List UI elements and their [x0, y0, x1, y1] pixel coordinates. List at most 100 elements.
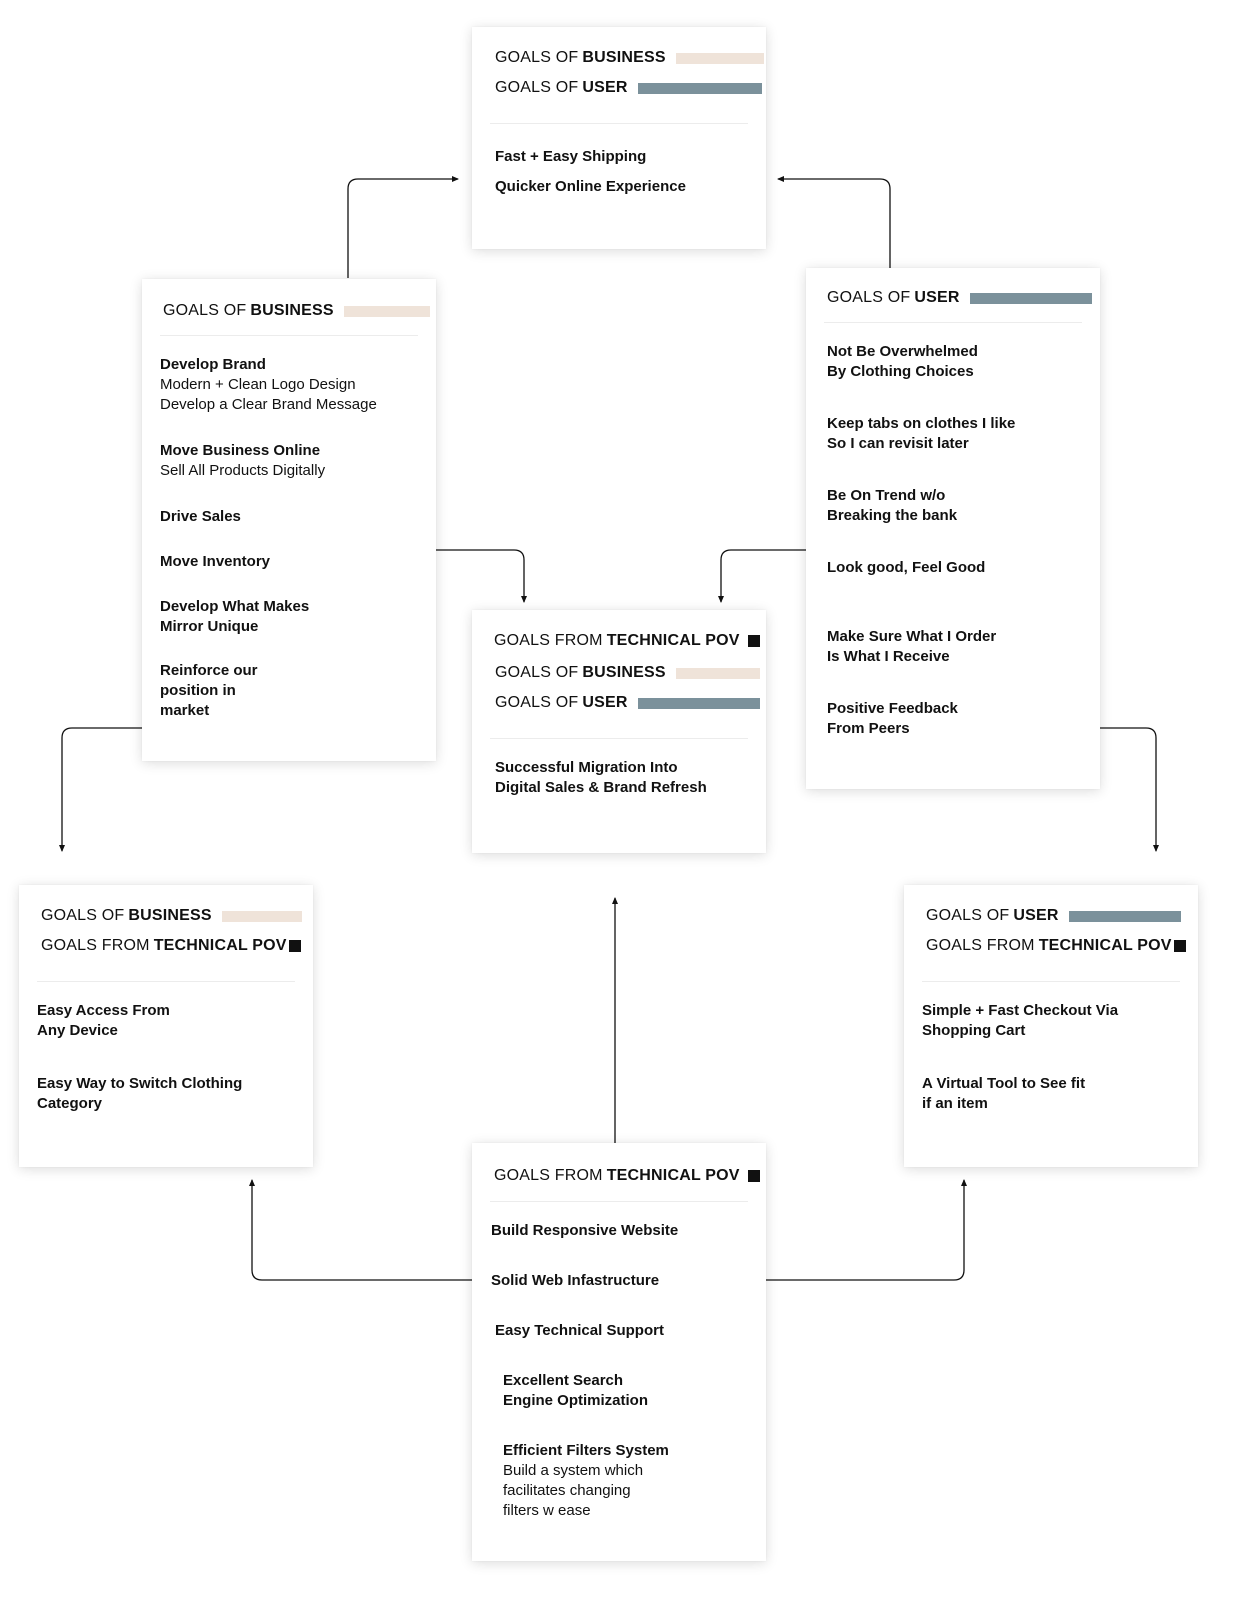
technical-color-swatch — [747, 635, 760, 647]
goal-text: Easy Way to Switch Clothing — [37, 1075, 243, 1092]
legend-user: GOALS OF USER — [827, 289, 1092, 307]
card-top-shared-goals: GOALS OF BUSINESS GOALS OF USER Fast + E… — [472, 27, 766, 249]
goal-text: Digital Sales & Brand Refresh — [495, 779, 707, 796]
legend-business: GOALS OF BUSINESS — [495, 664, 760, 682]
goal-text: So I can revisit later — [827, 435, 969, 452]
goal-text: Develop Brand — [160, 356, 266, 373]
goal-text: Fast + Easy Shipping — [495, 148, 647, 165]
goal-text: Easy Access From — [37, 1002, 170, 1019]
legend-label: GOALS OF — [495, 664, 579, 681]
legend-label: GOALS OF — [827, 289, 911, 306]
goal-item: Efficient Filters System Build a system … — [503, 1441, 669, 1521]
goal-item: Move Inventory — [160, 552, 270, 572]
user-color-swatch — [969, 292, 1092, 304]
business-color-swatch — [675, 52, 764, 64]
arrow-business-to-left-bottom — [59, 727, 142, 852]
goal-text: Look good, Feel Good — [827, 559, 986, 576]
goal-item: Reinforce our position in market — [160, 661, 258, 721]
arrow-business-to-center — [436, 549, 527, 603]
legend-label: GOALS OF — [495, 79, 579, 96]
goal-text: Excellent Search — [503, 1372, 624, 1389]
goal-text: Build a system which — [503, 1462, 644, 1479]
legend-category: USER — [582, 694, 628, 711]
card-divider — [490, 738, 748, 739]
legend-category: USER — [914, 289, 960, 306]
goal-item: A Virtual Tool to See fit if an item — [922, 1074, 1085, 1114]
card-divider — [490, 123, 748, 124]
goal-text: if an item — [922, 1095, 988, 1112]
goal-item: Quicker Online Experience — [495, 177, 686, 197]
legend-technical: GOALS FROM TECHNICAL POV — [494, 632, 760, 650]
goal-text: Mirror Unique — [160, 618, 259, 635]
goal-text: Easy Technical Support — [495, 1322, 664, 1339]
user-color-swatch — [637, 697, 760, 709]
arrow-technical-to-right-bottom — [766, 1179, 967, 1281]
legend-label: GOALS FROM — [41, 937, 150, 954]
legend-label: GOALS OF — [926, 907, 1010, 924]
goal-text: Engine Optimization — [503, 1392, 648, 1409]
goal-text: position in — [160, 682, 236, 699]
goal-text: Modern + Clean Logo Design — [160, 376, 356, 393]
goal-text: Simple + Fast Checkout Via — [922, 1002, 1119, 1019]
business-color-swatch — [221, 910, 302, 922]
goal-text: Move Inventory — [160, 553, 271, 570]
goal-text: Develop a Clear Brand Message — [160, 396, 377, 413]
goal-text: Sell All Products Digitally — [160, 462, 326, 479]
goal-item: Easy Technical Support — [495, 1321, 664, 1341]
card-divider — [160, 335, 418, 336]
goal-text: Any Device — [37, 1022, 118, 1039]
goal-text: A Virtual Tool to See fit — [922, 1075, 1086, 1092]
goal-text: Breaking the bank — [827, 507, 958, 524]
technical-color-swatch — [1173, 940, 1186, 952]
arrow-user-to-right-bottom — [1100, 727, 1159, 852]
card-divider — [490, 1201, 748, 1202]
goal-text: market — [160, 702, 210, 719]
goal-text: Make Sure What I Order — [827, 628, 997, 645]
goal-item: Solid Web Infastructure — [491, 1271, 659, 1291]
goal-item: Make Sure What I Order Is What I Receive — [827, 627, 996, 667]
goal-text: Reinforce our — [160, 662, 258, 679]
legend-label: GOALS FROM — [926, 937, 1035, 954]
goal-item: Develop Brand Modern + Clean Logo Design… — [160, 355, 377, 415]
legend-category: USER — [1013, 907, 1059, 924]
card-divider — [824, 322, 1082, 323]
legend-label: GOALS FROM — [494, 1167, 603, 1184]
goal-text: filters w ease — [503, 1502, 591, 1519]
user-color-swatch — [637, 82, 762, 94]
legend-category: TECHNICAL POV — [606, 1167, 740, 1184]
goal-item: Fast + Easy Shipping — [495, 147, 646, 167]
goal-text: Category — [37, 1095, 103, 1112]
card-business-technical-goals: GOALS OF BUSINESS GOALS FROM TECHNICAL P… — [19, 885, 313, 1167]
legend-user: GOALS OF USER — [495, 694, 760, 712]
goal-text: Shopping Cart — [922, 1022, 1026, 1039]
legend-category: BUSINESS — [250, 302, 334, 319]
legend-label: GOALS OF — [41, 907, 125, 924]
card-divider — [922, 981, 1180, 982]
goal-text: Keep tabs on clothes I like — [827, 415, 1016, 432]
legend-business: GOALS OF BUSINESS — [41, 907, 302, 925]
business-color-swatch — [343, 305, 430, 317]
goal-text: Build Responsive Website — [491, 1222, 679, 1239]
goal-item: Develop What Makes Mirror Unique — [160, 597, 309, 637]
goal-text: Is What I Receive — [827, 648, 950, 665]
arrow-technical-to-left-bottom — [249, 1179, 472, 1281]
goal-text: Drive Sales — [160, 508, 241, 525]
technical-color-swatch — [747, 1170, 760, 1182]
arrow-user-to-center — [718, 549, 806, 603]
legend-user: GOALS OF USER — [926, 907, 1181, 925]
goal-text: facilitates changing — [503, 1482, 631, 1499]
goal-text: Solid Web Infastructure — [491, 1272, 660, 1289]
legend-category: TECHNICAL POV — [1038, 937, 1172, 954]
arrow-business-to-top — [347, 176, 459, 278]
legend-category: USER — [582, 79, 628, 96]
legend-business: GOALS OF BUSINESS — [163, 302, 430, 320]
legend-business: GOALS OF BUSINESS — [495, 49, 764, 67]
